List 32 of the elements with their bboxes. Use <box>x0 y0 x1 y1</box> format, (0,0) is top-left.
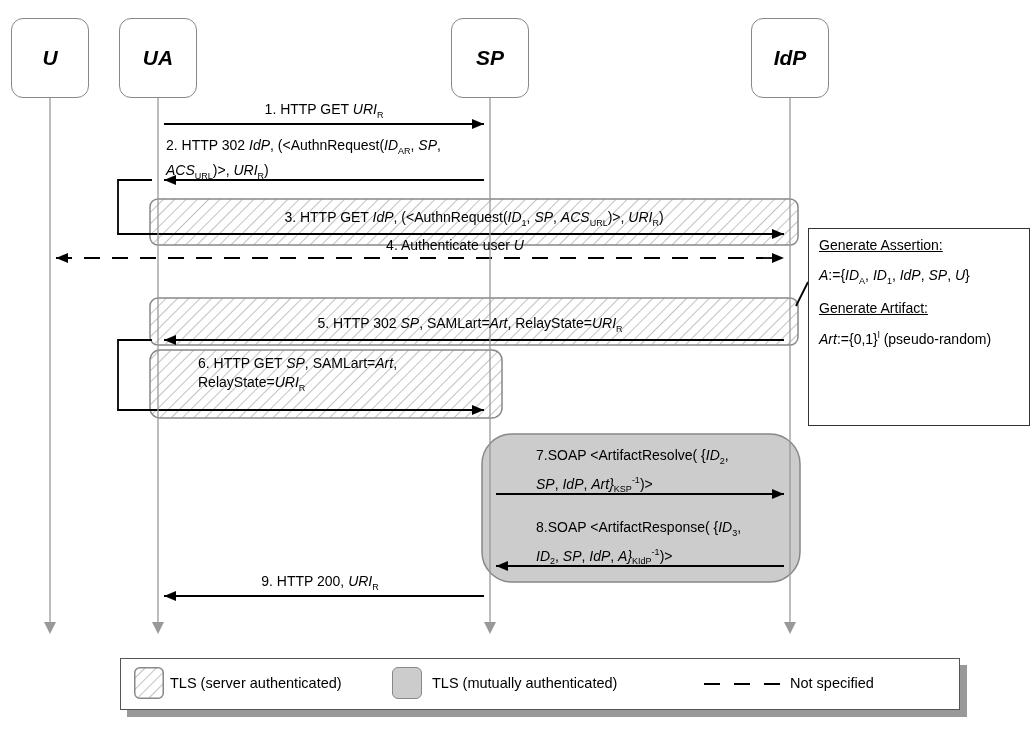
note-heading: Generate Assertion: <box>819 237 943 253</box>
message-arrow <box>495 489 785 499</box>
message-arrow <box>117 179 785 239</box>
participant-box: UA <box>119 18 197 98</box>
note-text: A:={ID$_{A}$, ID$_{1}$, IdP, SP, U} <box>819 267 970 286</box>
lifeline <box>44 98 56 634</box>
message-arrow <box>163 175 485 185</box>
message-label: 4. Authenticate user U <box>386 236 524 255</box>
participant-box: U <box>11 18 89 98</box>
note-heading: Generate Artifact: <box>819 299 928 316</box>
legend-label: TLS (mutually authenticated) <box>432 675 618 691</box>
leader-line <box>795 281 809 307</box>
note-text: Art:={0,1}$^{l}$ (pseudo-random) <box>819 329 992 347</box>
message-arrow <box>163 591 485 601</box>
legend-label: Not specified <box>790 675 874 691</box>
message-label: 6. HTTP GET SP, SAMLart=Art, RelayState=URI$_{R}$ <box>198 354 399 395</box>
lifeline <box>784 98 796 634</box>
message-arrow <box>495 561 785 571</box>
legend-label: TLS (server authenticated) <box>170 675 342 691</box>
message-arrow <box>163 335 785 345</box>
lifeline <box>152 98 164 634</box>
message-label: 3. HTTP GET IdP, (<AuthnRequest(ID$_{1}$, SP, ACS$_{URL}$)>, URI$_{R}$) <box>284 208 664 230</box>
note-box <box>808 228 1030 426</box>
message-arrow <box>55 253 785 263</box>
message-arrow <box>163 119 485 129</box>
message-label: 9. HTTP 200, URI$_{R}$ <box>261 572 379 594</box>
message-label: 2. HTTP 302 IdP, (<AuthnRequest(ID$_{AR}$, SP, ACS$_{URL}$)>, URI$_{R}$) <box>166 136 442 183</box>
participant-box: IdP <box>751 18 829 98</box>
message-label: 5. HTTP 302 SP, SAMLart=Art, RelayState=URI$_{R}$ <box>317 314 623 336</box>
participant-box: SP <box>451 18 529 98</box>
message-label: 1. HTTP GET URI$_{R}$ <box>264 100 384 122</box>
message-arrow <box>117 339 485 415</box>
